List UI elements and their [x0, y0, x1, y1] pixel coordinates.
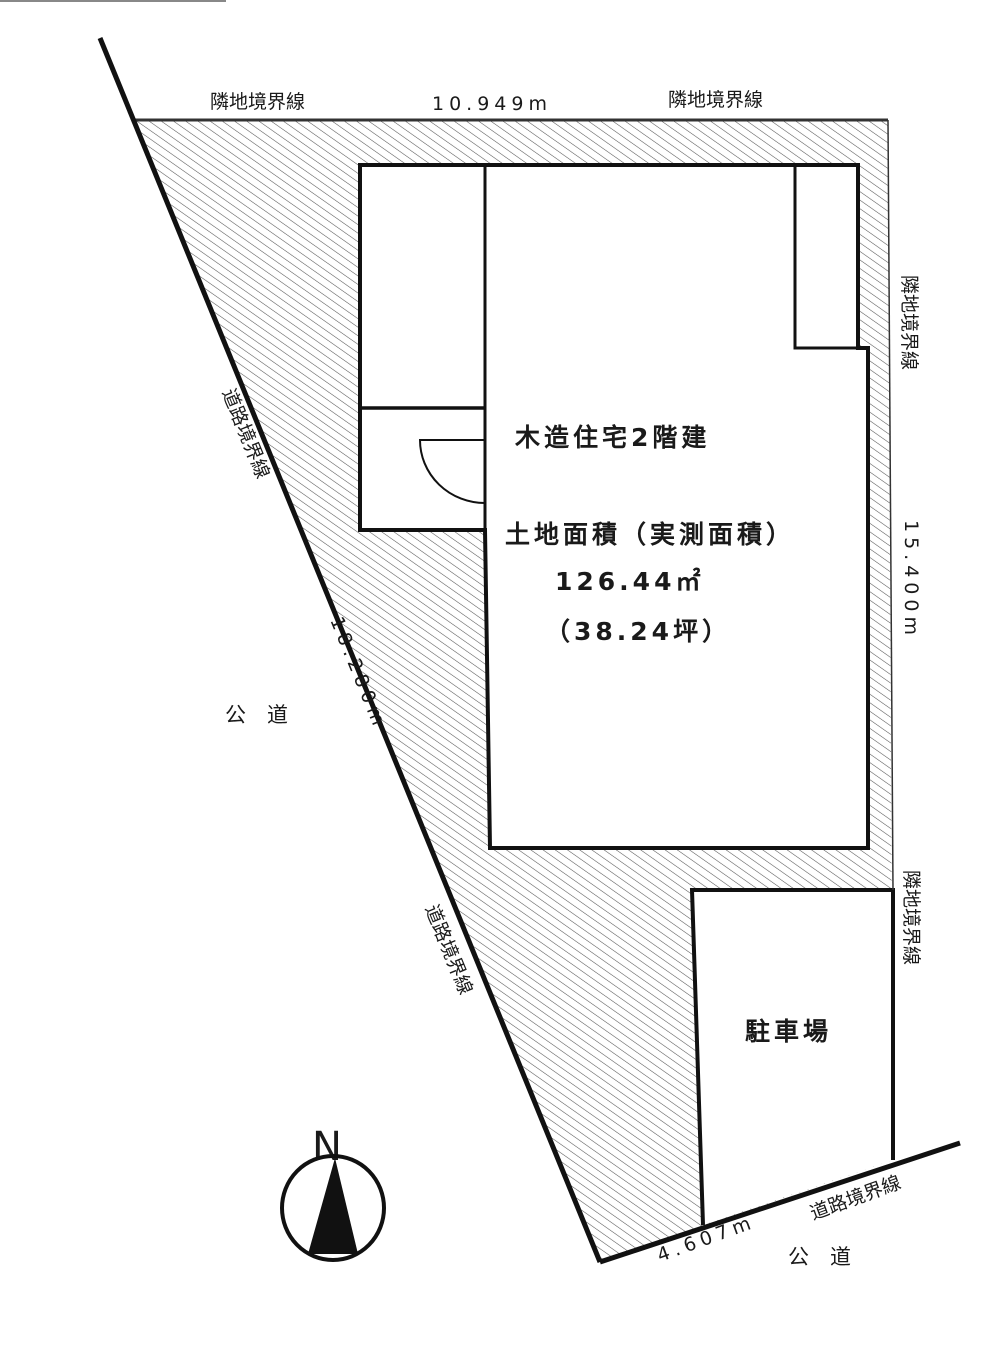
top-right-boundary-label: 隣地境界線	[668, 89, 763, 111]
right-lower-boundary-label: 隣地境界線	[900, 870, 922, 965]
top-edge-bar	[0, 0, 226, 2]
land-area-sqm: 126.44㎡	[555, 567, 704, 596]
building-type: 木造住宅2階建	[514, 423, 710, 452]
right-dimension: 15.400m	[900, 520, 922, 640]
south-road-label: 公 道	[788, 1245, 851, 1269]
parking-outline	[689, 888, 895, 1226]
land-area-label: 土地面積（実測面積）	[505, 520, 795, 549]
west-road-label: 公 道	[225, 703, 288, 727]
top-dimension: 10.949m	[432, 93, 552, 115]
door-swing-icon	[418, 439, 486, 504]
right-boundary-line	[887, 119, 894, 891]
house-footprint	[358, 163, 870, 850]
land-area-tsubo: （38.24坪）	[545, 617, 731, 646]
compass-north-label: N	[312, 1124, 342, 1170]
north-compass-icon: N	[280, 1124, 386, 1262]
top-left-boundary-label: 隣地境界線	[210, 91, 305, 113]
south-road-boundary-line	[599, 1140, 961, 1265]
west-road-boundary-line	[97, 37, 603, 1263]
parking-area	[692, 890, 893, 1225]
parking-label: 駐車場	[745, 1017, 832, 1046]
house-room	[793, 165, 858, 350]
right-upper-boundary-label: 隣地境界線	[898, 275, 920, 370]
